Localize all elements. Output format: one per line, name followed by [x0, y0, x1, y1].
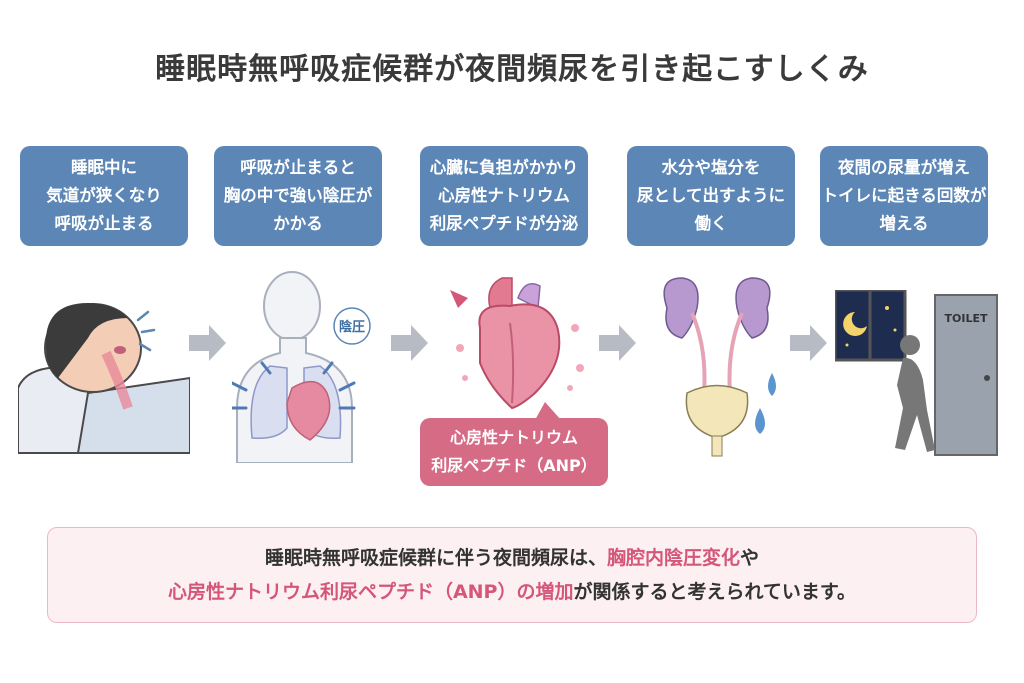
- toilet-sign: TOILET: [944, 312, 988, 325]
- negative-pressure-label: 陰圧: [338, 320, 365, 335]
- anp-label-box: 心房性ナトリウム 利尿ペプチド（ANP）: [420, 418, 608, 486]
- summary-line-2: 心房性ナトリウム利尿ペプチド（ANP）の増加が関係すると考えられています。: [48, 575, 976, 609]
- sleeping-person-icon: [18, 303, 190, 454]
- summary-text: や: [740, 547, 760, 569]
- step-2-box: 呼吸が止まると 胸の中で強い陰圧が かかる: [214, 146, 382, 246]
- arrow-right-icon: [599, 325, 636, 361]
- page-title: 睡眠時無呼吸症候群が夜間頻尿を引き起こすしくみ: [155, 52, 869, 87]
- summary-text: が関係すると考えられています。: [573, 581, 857, 603]
- summary-callout: 睡眠時無呼吸症候群に伴う夜間頻尿は、胸腔内陰圧変化や 心房性ナトリウム利尿ペプチ…: [47, 527, 977, 623]
- anp-callout-pointer: [535, 402, 561, 420]
- arrow-right-icon: [189, 325, 226, 361]
- summary-highlight: 胸腔内陰圧変化: [606, 547, 740, 569]
- kidneys-bladder-icon: [663, 277, 776, 457]
- summary-text: 睡眠時無呼吸症候群に伴う夜間頻尿は、: [264, 547, 607, 569]
- step-4-box: 水分や塩分を 尿として出すように 働く: [627, 146, 795, 246]
- step-3-box: 心臓に負担がかかり 心房性ナトリウム 利尿ペプチドが分泌: [420, 146, 588, 246]
- chest-lungs-icon: [232, 271, 356, 463]
- summary-line-1: 睡眠時無呼吸症候群に伴う夜間頻尿は、胸腔内陰圧変化や: [48, 541, 976, 575]
- summary-highlight: 心房性ナトリウム利尿ペプチド（ANP）の増加: [167, 581, 574, 603]
- heart-icon: [450, 277, 584, 410]
- night-toilet-icon: [835, 290, 998, 456]
- arrow-right-icon: [391, 325, 428, 361]
- arrow-right-icon: [790, 325, 827, 361]
- anp-label-line1: 心房性ナトリウム: [449, 428, 578, 447]
- step-1-box: 睡眠中に 気道が狭くなり 呼吸が止まる: [20, 146, 188, 246]
- negative-pressure-badge: [333, 307, 371, 345]
- anp-label-line2: 利尿ペプチド（ANP）: [431, 456, 597, 475]
- step-5-box: 夜間の尿量が増え トイレに起きる回数が 増える: [820, 146, 988, 246]
